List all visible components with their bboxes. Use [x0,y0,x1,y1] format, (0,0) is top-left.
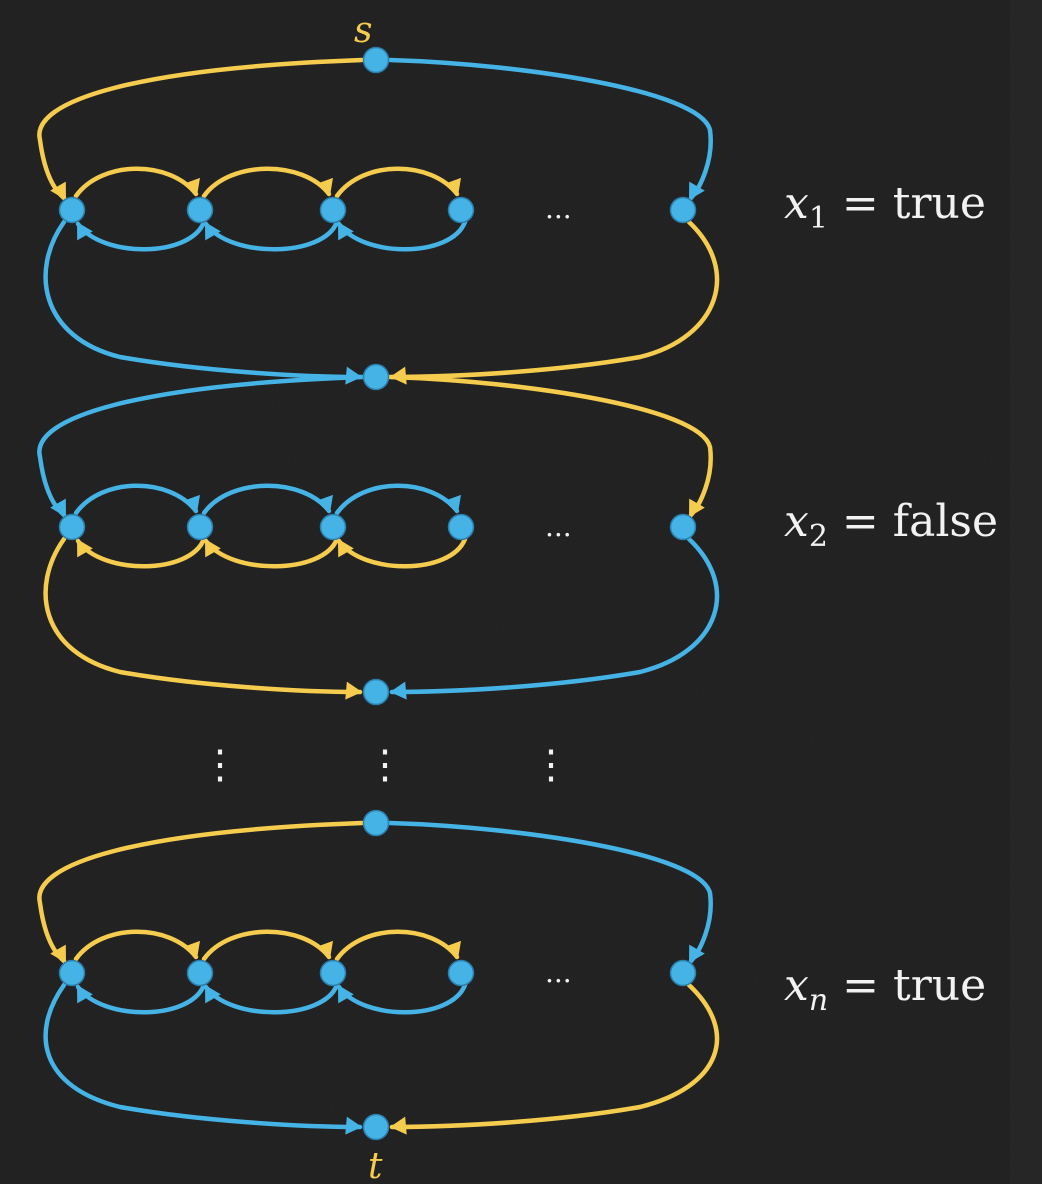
ellipsis-row-2: ... [545,510,572,543]
g2-bottom-left-edge-arrowhead [345,681,362,700]
assignment-sub-2: 2 [809,519,828,554]
g3-backward-edge-1 [75,982,207,1015]
node-hub-n [362,809,390,837]
assignment-var-2: x [784,496,809,547]
g1-top-right-edge-arrowhead [689,181,705,200]
g2-chain-node-3 [319,513,347,541]
g2-top-right-edge-arrowhead [689,498,705,517]
g1-backward-edge-2 [203,219,340,252]
assignment-sub-n: n [809,983,828,1018]
node-hub-2 [362,678,390,706]
node-t [362,1113,390,1141]
assignment-eq-1: = [842,178,879,229]
assignment-value-2: false [893,496,998,547]
g1-backward-edge-1-arrowhead [77,222,93,241]
g3-bottom-right-edge-arrowhead [390,1116,407,1135]
g2-top-left-edge-arrowhead [50,498,66,517]
assignment-var-n: x [784,960,809,1011]
g3-backward-edge-3 [336,982,468,1015]
g2-top-left-edge [37,374,365,518]
g2-forward-edge-2-arrowhead [316,494,333,513]
assignment-eq-2: = [842,496,879,547]
g3-backward-edge-2-arrowhead [205,985,221,1004]
g2-forward-edge-3-arrowhead [444,494,461,513]
g1-backward-edge-1 [75,219,207,252]
g2-bottom-right-edge [389,536,720,695]
g3-bottom-right-edge [389,982,720,1130]
g1-bottom-right-edge [389,219,720,380]
g2-chain-node-2 [186,513,214,541]
g2-forward-edge-1-arrowhead [183,494,200,513]
g1-chain-node-2 [186,196,214,224]
g3-end-node [669,959,697,987]
node-s [362,46,390,74]
g1-backward-edge-3-arrowhead [338,222,354,241]
g3-top-left-edge [37,820,365,964]
board-edge [1010,0,1042,1184]
g3-chain-node-1 [58,959,86,987]
g1-chain-node-4 [447,196,475,224]
g2-backward-edge-1-arrowhead [77,539,93,558]
g2-backward-edge-3-arrowhead [338,539,354,558]
g2-bottom-right-edge-arrowhead [390,681,407,700]
g3-chain-node-2 [186,959,214,987]
start-label: s [354,10,372,51]
g1-forward-edge-1-arrowhead [183,177,200,196]
g3-backward-edge-1-arrowhead [77,985,93,1004]
g1-backward-edge-3 [336,219,468,252]
g1-top-left-edge-arrowhead [50,181,66,200]
g2-bottom-left-edge [43,536,363,695]
node-hub-1 [362,363,390,391]
assignment-sub-1: 1 [809,201,828,236]
g2-top-right-edge [387,374,713,518]
g3-top-right-edge-arrowhead [689,944,705,963]
g1-forward-edge-2-arrowhead [316,177,333,196]
g3-backward-edge-2 [203,982,340,1015]
g3-top-right-edge [387,820,713,964]
g3-bottom-left-edge-arrowhead [345,1116,362,1135]
ellipsis-vertical-left: ⋮ [200,742,240,788]
g1-bottom-left-edge [43,219,363,380]
g3-forward-edge-1-arrowhead [183,940,200,959]
g2-backward-edge-2-arrowhead [205,539,221,558]
ellipsis-row-n: ... [545,956,572,989]
g2-chain-node-4 [447,513,475,541]
g2-backward-edge-1 [75,536,207,569]
ellipsis-row-1: ... [545,192,572,225]
nodes-layer [58,46,697,1141]
g1-forward-edge-3-arrowhead [444,177,461,196]
end-label: t [368,1146,383,1184]
g3-top-left-edge-arrowhead [50,944,66,963]
g3-forward-edge-3-arrowhead [444,940,461,959]
g1-chain-node-3 [319,196,347,224]
g3-backward-edge-3-arrowhead [338,985,354,1004]
assignment-label-1: x1 = true [784,178,986,236]
g3-chain-node-4 [447,959,475,987]
g2-backward-edge-3 [336,536,468,569]
g3-bottom-left-edge [43,982,363,1130]
ellipsis-vertical-center: ⋮ [365,742,405,788]
g1-top-left-edge [37,57,365,201]
assignment-label-2: x2 = false [784,496,998,554]
g1-end-node [669,196,697,224]
assignment-eq-n: = [842,960,879,1011]
assignment-value-1: true [893,178,986,229]
assignment-var-1: x [784,178,809,229]
g1-backward-edge-2-arrowhead [205,222,221,241]
g2-end-node [669,513,697,541]
assignment-label-n: xn = true [784,960,986,1018]
g1-chain-node-1 [58,196,86,224]
assignment-value-n: true [893,960,986,1011]
g3-chain-node-3 [319,959,347,987]
ellipsis-vertical-right: ⋮ [531,742,571,788]
edges-layer [37,57,720,1135]
g2-backward-edge-2 [203,536,340,569]
g2-chain-node-1 [58,513,86,541]
g3-forward-edge-2-arrowhead [316,940,333,959]
g1-top-right-edge [387,57,713,201]
